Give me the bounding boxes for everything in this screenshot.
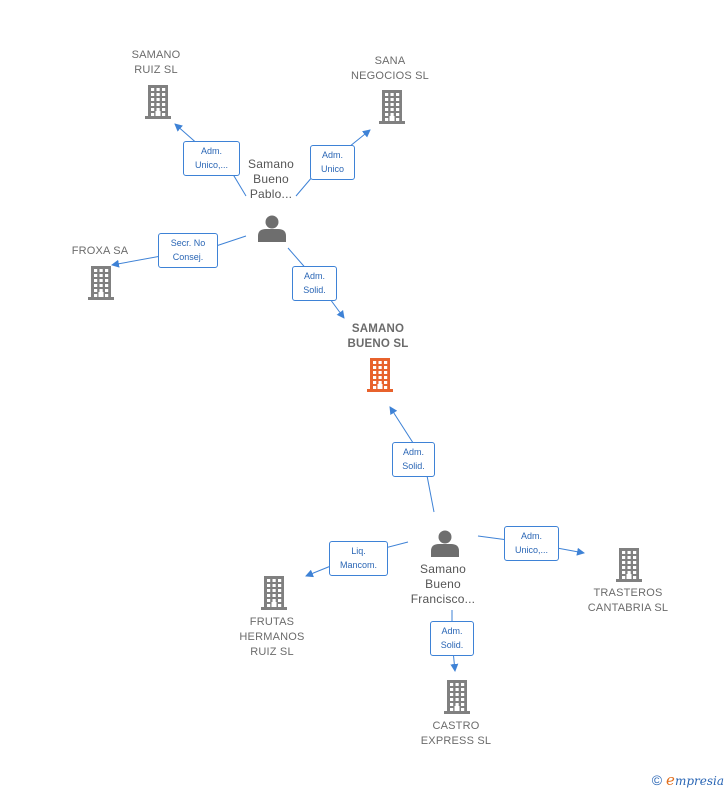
samano-bueno-sl-building-icon[interactable] (367, 358, 393, 392)
frutas-hermanos-ruiz-sl-label[interactable]: FRUTAS HERMANOS RUIZ SL (239, 616, 305, 658)
copyright-symbol: © (651, 772, 663, 788)
samano-ruiz-sl-label[interactable]: SAMANO RUIZ SL (131, 49, 181, 76)
relation-label[interactable]: Adm. Solid. (430, 621, 474, 656)
samano-ruiz-sl-building-icon[interactable] (145, 85, 171, 119)
relation-label[interactable]: Liq. Mancom. (329, 541, 388, 576)
relation-label[interactable]: Adm. Solid. (392, 442, 435, 477)
person-francisco-label[interactable]: Samano Bueno Francisco... (410, 562, 476, 606)
froxa-sa-label[interactable]: FROXA SA (71, 245, 129, 257)
froxa-sa-building-icon[interactable] (88, 266, 114, 300)
relation-label[interactable]: Adm. Unico (310, 145, 355, 180)
samano-bueno-sl-label[interactable]: SAMANO BUENO SL (347, 323, 409, 350)
person-pablo-label[interactable]: Samano Bueno Pablo... (248, 157, 294, 201)
relation-label[interactable]: Secr. No Consej. (158, 233, 218, 268)
trasteros-cantabria-sl-label[interactable]: TRASTEROS CANTABRIA SL (587, 587, 669, 614)
relation-label[interactable]: Adm. Solid. (292, 266, 337, 301)
person-francisco-person-icon[interactable] (431, 530, 459, 558)
castro-express-sl-building-icon[interactable] (444, 680, 470, 714)
castro-express-sl-label[interactable]: CASTRO EXPRESS SL (420, 720, 492, 747)
person-pablo-person-icon[interactable] (258, 215, 286, 243)
sana-negocios-sl-label[interactable]: SANA NEGOCIOS SL (351, 55, 429, 82)
brand-first-letter: e (666, 771, 675, 789)
relation-label[interactable]: Adm. Unico,... (183, 141, 240, 176)
trasteros-cantabria-sl-building-icon[interactable] (616, 548, 642, 582)
relation-label[interactable]: Adm. Unico,... (504, 526, 559, 561)
footer-brand: ©empresia (652, 771, 724, 789)
brand-name: mpresia (674, 774, 724, 788)
sana-negocios-sl-building-icon[interactable] (379, 90, 405, 124)
frutas-hermanos-ruiz-sl-building-icon[interactable] (261, 576, 287, 610)
